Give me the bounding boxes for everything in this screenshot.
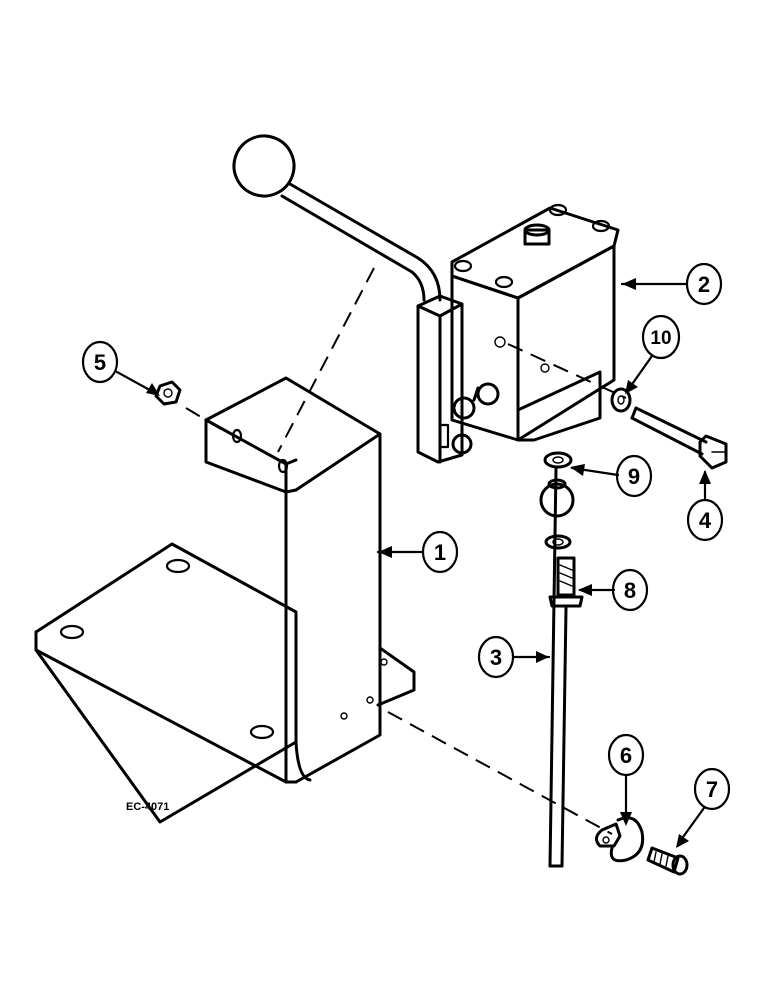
callout-5: 5: [81, 340, 160, 396]
washer-10: [610, 387, 632, 413]
callout-9-label: 9: [628, 464, 640, 489]
nut: [154, 380, 182, 406]
callout-1: 1: [376, 530, 459, 574]
callout-7-label: 7: [706, 777, 718, 802]
pin: [548, 556, 584, 608]
callout-4-label: 4: [699, 508, 712, 533]
callout-9: 9: [570, 454, 653, 498]
alignment-line-clamp: [387, 711, 613, 835]
callout-6-label: 6: [620, 743, 632, 768]
callout-10-label: 10: [650, 328, 671, 349]
control-rod: [548, 466, 568, 868]
callout-2: 2: [620, 262, 723, 306]
alignment-line-nut: [185, 407, 227, 433]
clamp: [595, 816, 645, 863]
callout-3-label: 3: [490, 645, 502, 670]
mounting-bracket: [34, 376, 416, 824]
lever-socket: [416, 294, 500, 464]
alignment-line-lever: [277, 267, 375, 453]
screw: [646, 846, 689, 876]
callout-7: 7: [676, 767, 731, 848]
callout-8-label: 8: [624, 578, 636, 603]
callout-4: 4: [686, 470, 724, 542]
callout-1-label: 1: [434, 540, 446, 565]
control-lever: [232, 134, 442, 302]
callout-3: 3: [477, 635, 551, 679]
reference-code: EC-4071: [126, 801, 169, 813]
callout-6: 6: [607, 733, 645, 826]
callout-10: 10: [625, 314, 681, 394]
valve-body: [450, 203, 620, 442]
callout-8: 8: [578, 568, 649, 612]
bolt: [630, 406, 728, 470]
callout-5-label: 5: [94, 350, 106, 375]
washer-9: [543, 451, 573, 469]
callout-2-label: 2: [698, 272, 710, 297]
alignment-line-bolt: [507, 343, 627, 399]
